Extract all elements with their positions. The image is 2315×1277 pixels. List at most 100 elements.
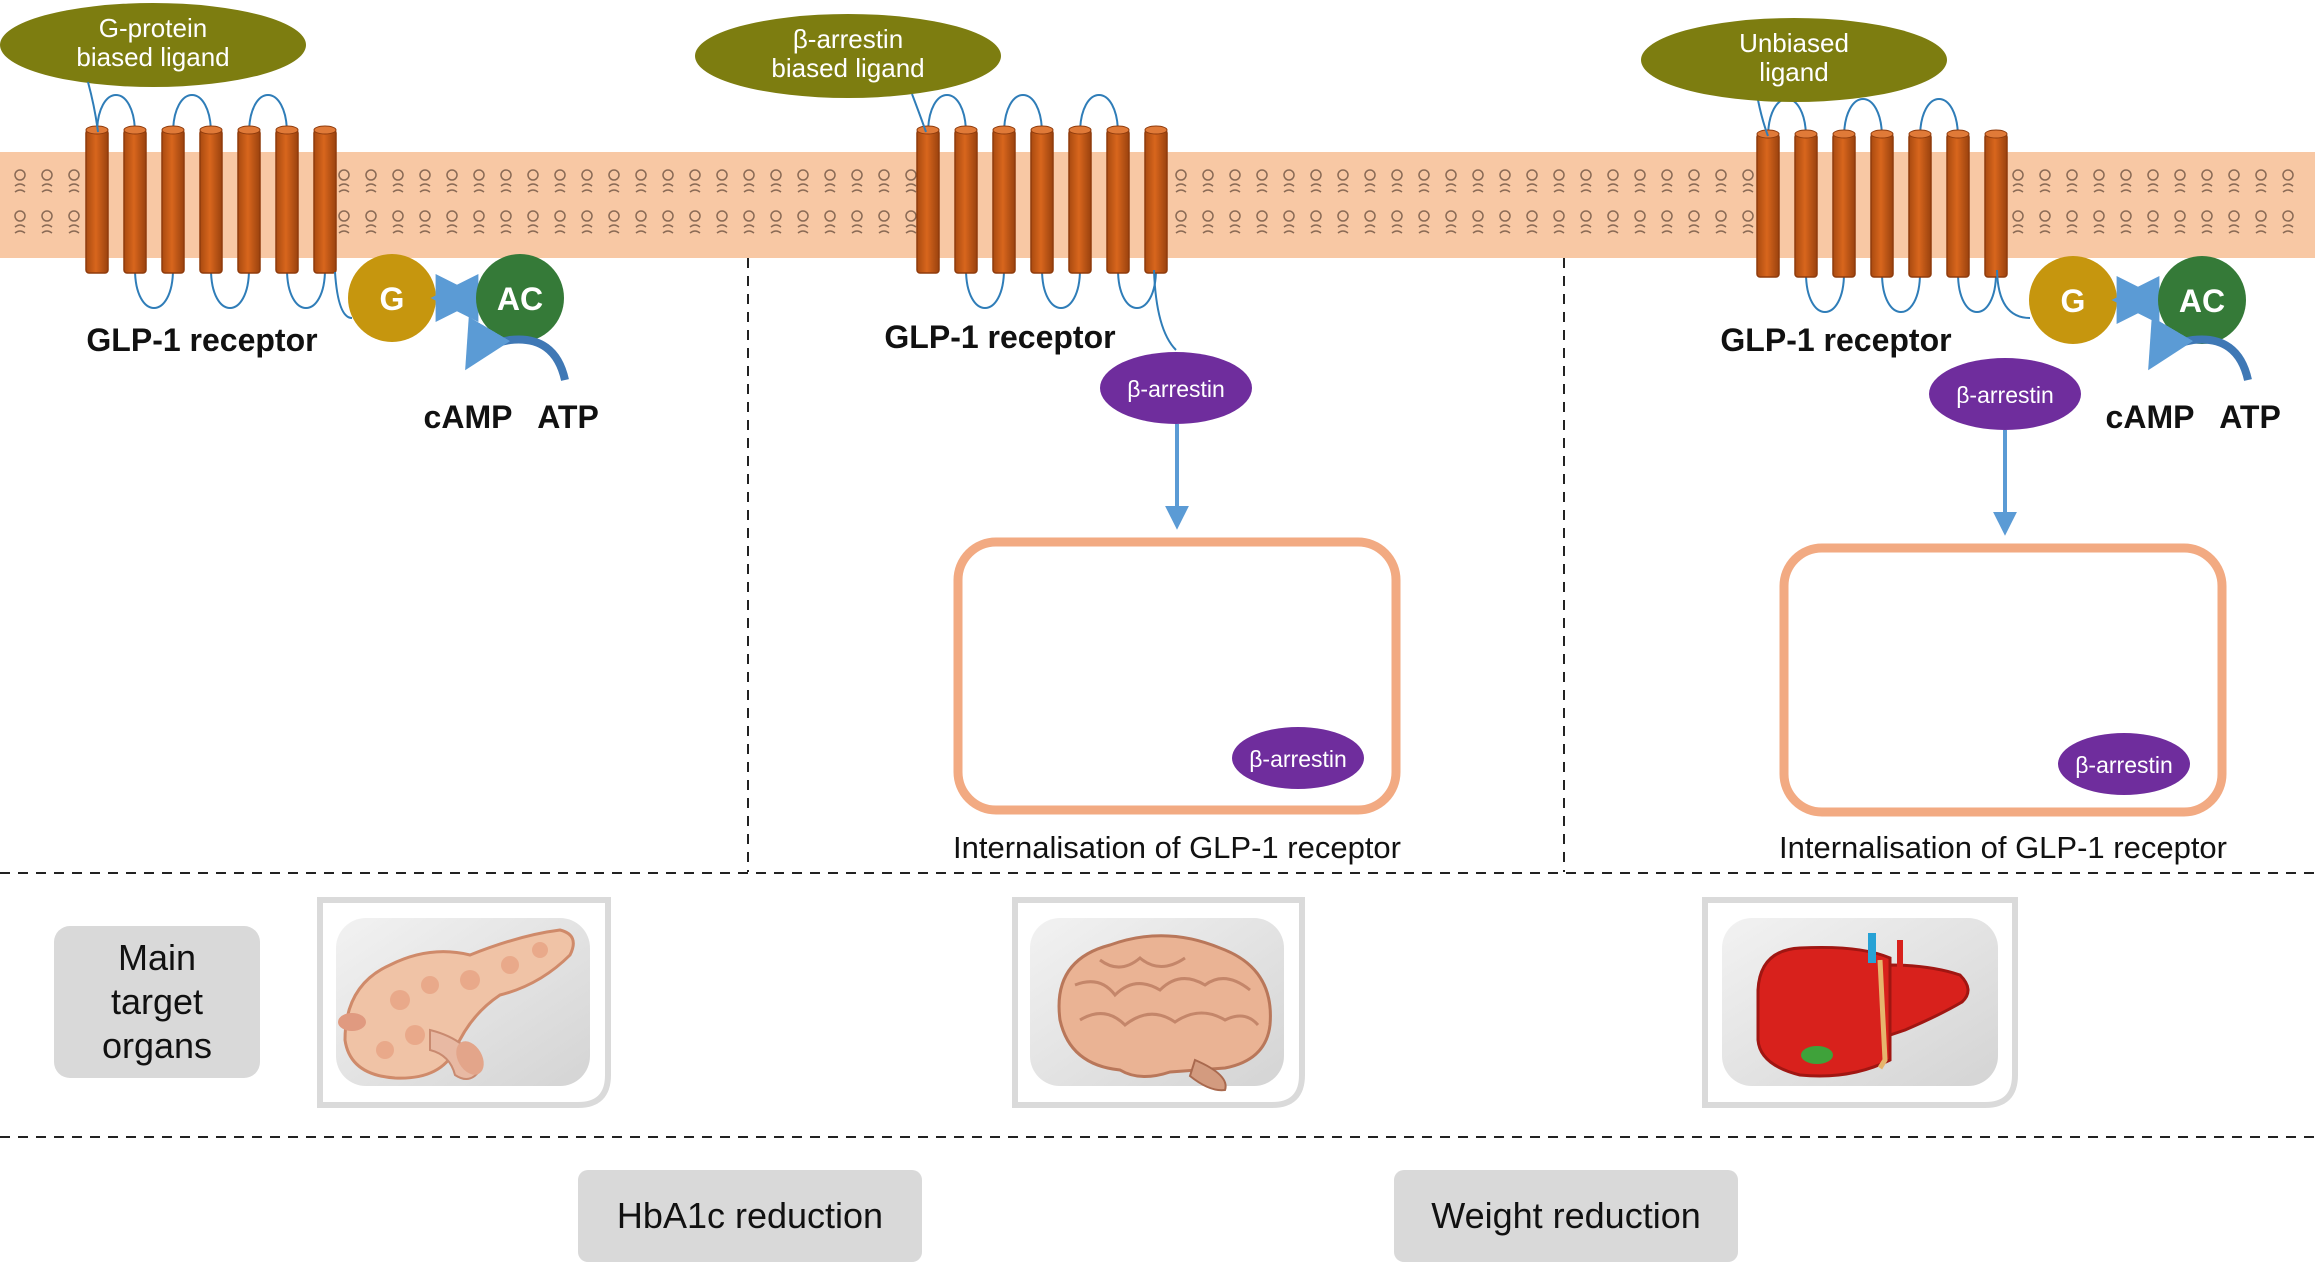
phospholipid-pattern xyxy=(14,169,2294,234)
lipid-head xyxy=(446,210,458,222)
receptor-loop xyxy=(1843,98,1883,139)
receptor-label: GLP-1 receptor xyxy=(884,319,1115,355)
g-protein xyxy=(348,254,436,342)
lipid-tail xyxy=(770,183,782,187)
glp1-receptor-g-biased xyxy=(85,94,337,309)
lipid-head xyxy=(824,210,836,222)
lipid-head xyxy=(365,169,377,181)
lipid-tail xyxy=(1202,183,1214,187)
lipid-tail xyxy=(2012,230,2024,234)
lipid-head xyxy=(1553,210,1565,222)
lipid-tail xyxy=(1580,183,1592,187)
lipid-tail xyxy=(2174,224,2186,228)
lipid-tail xyxy=(473,189,485,193)
lipid-tail xyxy=(581,230,593,234)
transmembrane-helix xyxy=(275,129,299,274)
lipid-tail xyxy=(1391,183,1403,187)
ligand-label-line-2: biased ligand xyxy=(771,53,924,83)
lipid-tail xyxy=(662,183,674,187)
lipid-head xyxy=(1310,210,1322,222)
lipid-tail xyxy=(68,189,80,193)
lipid-head xyxy=(2120,210,2132,222)
transmembrane-helix xyxy=(1946,133,1970,278)
lipid-head xyxy=(2012,210,2024,222)
lipid-tail xyxy=(2147,189,2159,193)
lipid-tail xyxy=(2147,230,2159,234)
lipid-head xyxy=(1742,169,1754,181)
lipid-head xyxy=(1472,169,1484,181)
lipid-tail xyxy=(2012,189,2024,193)
lipid-tail xyxy=(878,224,890,228)
lipid-tail xyxy=(2255,224,2267,228)
lipid-tail xyxy=(1229,224,1241,228)
lipid-tail xyxy=(500,224,512,228)
lipid-tail xyxy=(554,189,566,193)
lipid-head xyxy=(1418,169,1430,181)
lipid-tail xyxy=(1607,224,1619,228)
lipid-tail xyxy=(581,224,593,228)
lipid-tail xyxy=(392,224,404,228)
lipid-tail xyxy=(1499,183,1511,187)
lipid-tail xyxy=(1634,183,1646,187)
lipid-tail xyxy=(392,189,404,193)
lipid-head xyxy=(68,169,80,181)
lipid-tail xyxy=(770,224,782,228)
lipid-head xyxy=(2282,169,2294,181)
lipid-tail xyxy=(2120,224,2132,228)
lipid-tail xyxy=(1715,189,1727,193)
lipid-head xyxy=(1175,210,1187,222)
lipid-head xyxy=(1715,169,1727,181)
lipid-tail xyxy=(2012,183,2024,187)
lipid-head xyxy=(1634,210,1646,222)
ligand-label-line-1: Unbiased xyxy=(1739,28,1849,58)
lipid-tail xyxy=(1607,189,1619,193)
lipid-head xyxy=(1283,210,1295,222)
lipid-tail xyxy=(554,224,566,228)
lipid-head xyxy=(1580,169,1592,181)
lipid-tail xyxy=(743,230,755,234)
lipid-head xyxy=(419,169,431,181)
lipid-tail xyxy=(851,183,863,187)
transmembrane-helix xyxy=(1144,129,1168,274)
lipid-tail xyxy=(2093,183,2105,187)
lipid-tail xyxy=(419,183,431,187)
receptor-loop xyxy=(1041,268,1081,309)
lipid-tail xyxy=(2066,183,2078,187)
helix-cap xyxy=(1832,129,1856,139)
lipid-tail xyxy=(2093,189,2105,193)
ligand-unbiased xyxy=(1641,18,1947,102)
ligand-beta-arrestin-biased xyxy=(695,14,1001,98)
weight-label: Weight reduction xyxy=(1431,1195,1701,1236)
beta-arrestin-label: β-arrestin xyxy=(1127,376,1225,402)
lipid-tail xyxy=(797,230,809,234)
lipid-tail xyxy=(2093,224,2105,228)
lipid-tail xyxy=(338,224,350,228)
lipid-head xyxy=(554,169,566,181)
lipid-head xyxy=(2120,169,2132,181)
lipid-head xyxy=(1229,169,1241,181)
lipid-head xyxy=(1202,210,1214,222)
lipid-head xyxy=(554,210,566,222)
lipid-tail xyxy=(716,230,728,234)
lipid-head xyxy=(662,169,674,181)
lipid-tail xyxy=(608,189,620,193)
lipid-tail xyxy=(1445,230,1457,234)
lipid-tail xyxy=(770,189,782,193)
lipid-tail xyxy=(1391,189,1403,193)
lipid-tail xyxy=(824,183,836,187)
lipid-tail xyxy=(1742,224,1754,228)
lipid-head xyxy=(1526,169,1538,181)
lipid-head xyxy=(1742,210,1754,222)
lipid-head xyxy=(2174,210,2186,222)
lipid-tail xyxy=(2201,224,2213,228)
lipid-tail xyxy=(446,224,458,228)
helix-cap xyxy=(161,125,185,135)
transmembrane-helix xyxy=(1794,133,1818,278)
lipid-head xyxy=(14,210,26,222)
lipid-head xyxy=(2147,210,2159,222)
lipid-tail xyxy=(14,230,26,234)
atp-to-camp-arrow xyxy=(465,316,569,381)
lipid-head xyxy=(851,210,863,222)
lipid-head xyxy=(770,169,782,181)
lipid-tail xyxy=(1526,189,1538,193)
